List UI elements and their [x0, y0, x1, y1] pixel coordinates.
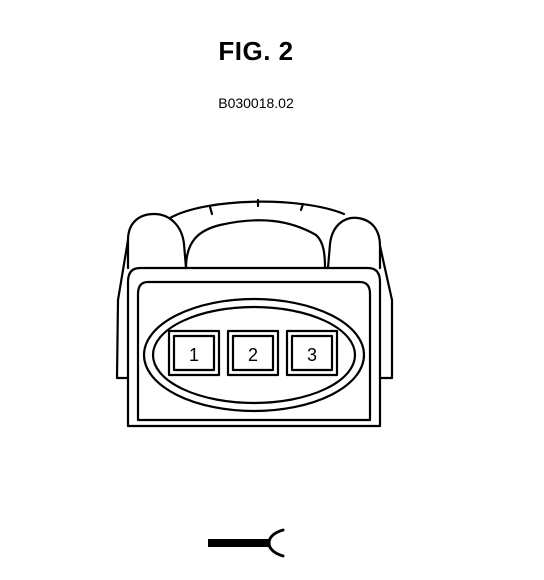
pin-cavity: [167, 329, 221, 377]
connector-seal-inner: [151, 305, 357, 405]
connector-latch-arch: [168, 198, 346, 270]
connector-right-flange: [378, 244, 394, 380]
connector-seal-outer: [142, 297, 366, 413]
pin-cavity: [226, 329, 280, 377]
pin-label: 2: [248, 345, 258, 365]
connector-left-ear: [126, 212, 188, 270]
pin-label: 3: [307, 345, 317, 365]
pin-cavity: [285, 329, 339, 377]
connector-wire-symbol: [208, 528, 285, 558]
figure-title: FIG. 2: [218, 36, 294, 66]
connector-face: [136, 280, 372, 422]
connector-left-flange: [115, 238, 130, 380]
connector-right-ear: [326, 216, 382, 270]
connector-housing: [126, 266, 382, 428]
pin-label: 1: [189, 345, 199, 365]
figure-code: B030018.02: [218, 95, 294, 111]
